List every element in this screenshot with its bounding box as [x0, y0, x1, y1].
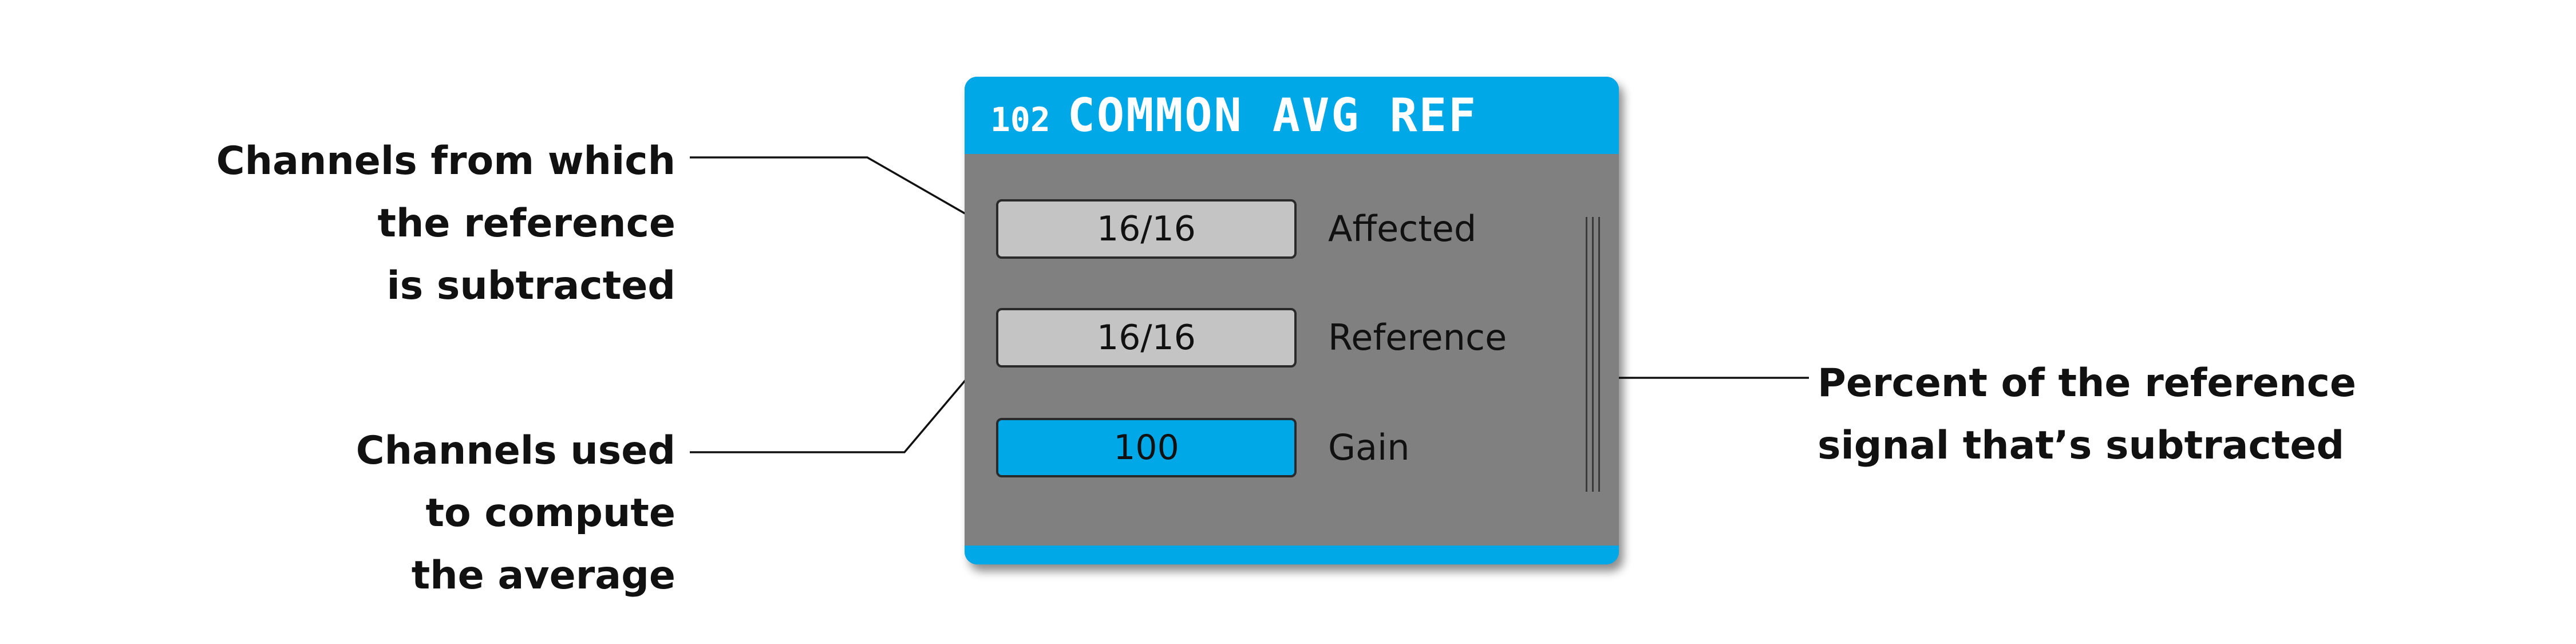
param-row-affected: 16/16 Affected [996, 199, 1540, 262]
affected-channels-field[interactable]: 16/16 [996, 199, 1297, 259]
param-row-reference: 16/16 Reference [996, 308, 1540, 371]
callout-reference-line: Channels used [355, 428, 675, 473]
common-avg-ref-module: 102 COMMON AVG REF 16/16 Affected 16/16 R… [965, 77, 1619, 564]
reference-label: Reference [1328, 317, 1507, 358]
callout-affected-line: is subtracted [386, 263, 675, 309]
leader-line-affected [690, 156, 999, 234]
module-name: COMMON AVG REF [1067, 89, 1478, 142]
module-footer [965, 546, 1619, 564]
callout-gain-line: signal that’s subtracted [1818, 423, 2345, 468]
leader-line-reference [690, 339, 1000, 453]
callout-reference-line: to compute [425, 491, 676, 536]
callout-affected-line: the reference [377, 201, 675, 246]
callout-reference-line: the average [411, 553, 675, 598]
affected-label: Affected [1328, 208, 1477, 250]
rail-line [1598, 217, 1600, 492]
module-number: 102 [990, 100, 1050, 139]
callout-affected: Channels from which the reference is sub… [160, 130, 675, 317]
callout-gain: Percent of the reference signal that’s s… [1818, 352, 2533, 477]
module-header[interactable]: 102 COMMON AVG REF [965, 77, 1619, 154]
callout-gain-line: Percent of the reference [1818, 361, 2357, 406]
reference-channels-field[interactable]: 16/16 [996, 308, 1297, 368]
gain-field[interactable]: 100 [996, 418, 1297, 477]
scroll-rail[interactable] [1586, 217, 1601, 492]
callout-affected-line: Channels from which [216, 139, 675, 184]
rail-line [1592, 217, 1594, 492]
module-title: 102 COMMON AVG REF [990, 77, 1477, 154]
param-row-gain: 100 Gain [996, 418, 1540, 481]
gain-label: Gain [1328, 426, 1410, 468]
callout-reference: Channels used to compute the average [160, 420, 675, 607]
rail-line [1586, 217, 1587, 492]
